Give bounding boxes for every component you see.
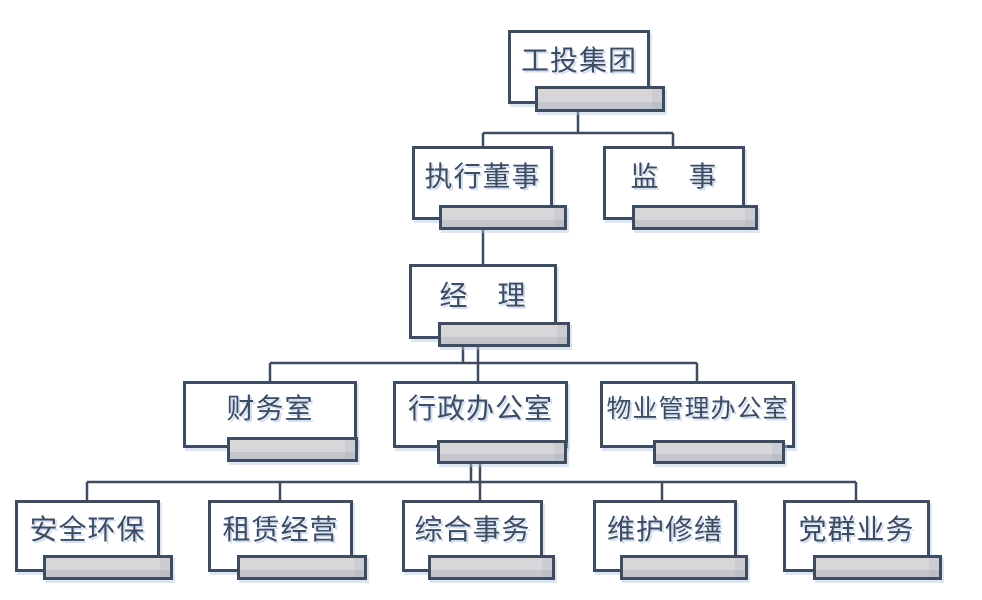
org-node-tab-party-mass-affairs [813,555,942,580]
org-label-supervisor: 监 事 [630,160,718,193]
org-node-tab-leasing-ops [237,555,367,580]
org-node-tab-supervisor [632,205,758,230]
org-label-finance-office: 财务室 [226,391,314,425]
org-node-tab-executive-director [439,205,567,230]
org-node-tab-safety-env [43,555,173,580]
org-node-tab-group-hq [535,86,665,112]
org-label-general-affairs: 综合事务 [414,513,531,546]
org-label-safety-env: 安全环保 [29,513,146,546]
org-label-leasing-ops: 租赁经营 [222,513,339,546]
org-label-executive-director: 执行董事 [424,160,541,193]
org-box-property-mgmt-office: 物业管理办公室 [600,381,795,448]
org-label-maintenance-repair: 维护修缮 [606,513,723,546]
org-label-manager: 经 理 [439,278,527,312]
org-label-admin-office: 行政办公室 [407,391,553,425]
org-node-tab-manager [438,322,570,347]
org-node-tab-property-mgmt-office [653,440,785,464]
org-label-property-mgmt-office: 物业管理办公室 [606,394,789,423]
org-label-group-hq: 工投集团 [520,44,637,77]
org-node-tab-general-affairs [428,555,555,580]
org-node-tab-admin-office [437,440,567,464]
org-label-party-mass-affairs: 党群业务 [798,513,915,546]
org-box-admin-office: 行政办公室 [393,381,568,448]
org-node-tab-finance-office [227,437,358,462]
org-node-tab-maintenance-repair [620,555,748,580]
org-box-finance-office: 财务室 [183,381,357,448]
